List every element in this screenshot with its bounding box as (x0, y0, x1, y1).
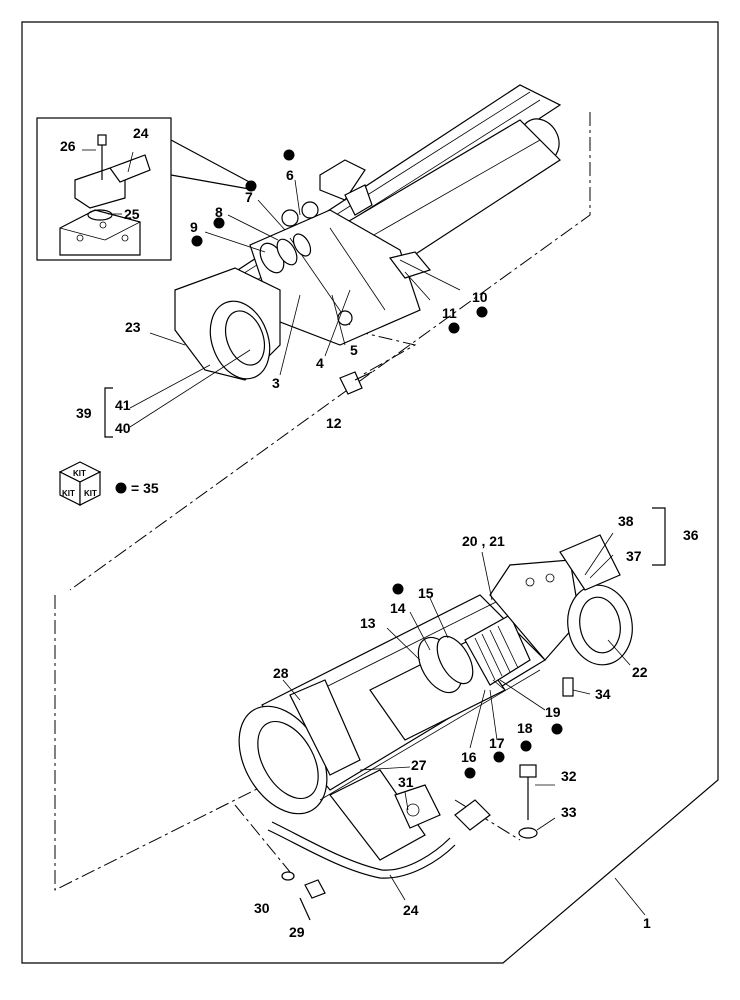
label-37: 37 (626, 548, 642, 564)
bracket-39 (104, 387, 113, 438)
label-3: 3 (272, 375, 280, 391)
label-1: 1 (643, 915, 651, 931)
kit-text-right: KIT (84, 489, 97, 498)
part-labels: 1 3 4 5 6 7 8 9 10 11 12 13 14 15 16 17 … (60, 125, 699, 940)
bracket-36 (652, 507, 666, 566)
label-20-21: 20 , 21 (462, 533, 505, 549)
label-7: 7 (245, 189, 253, 205)
label-5: 5 (350, 342, 358, 358)
label-4: 4 (316, 355, 324, 371)
outer-frame (21, 21, 719, 964)
label-29: 29 (289, 924, 305, 940)
label-27: 27 (411, 757, 427, 773)
label-13: 13 (360, 615, 376, 631)
label-24: 24 (403, 902, 419, 918)
label-26: 26 (60, 138, 76, 154)
label-31: 31 (398, 774, 414, 790)
label-33: 33 (561, 804, 577, 820)
lower-cylinder-assembly (238, 534, 633, 921)
label-30: 30 (254, 900, 270, 916)
label-18: 18 (517, 720, 533, 736)
kit-cube-icon: KIT KIT KIT (58, 461, 102, 506)
label-39: 39 (76, 405, 92, 421)
label-6: 6 (286, 167, 294, 183)
kit-markers (115, 149, 563, 779)
label-17: 17 (489, 735, 505, 751)
kit-equals-label: = 35 (131, 480, 159, 496)
label-25: 25 (124, 206, 140, 222)
upper-rod-assembly (174, 84, 562, 381)
kit-text-top: KIT (73, 469, 86, 478)
label-23: 23 (125, 319, 141, 335)
label-11: 11 (442, 305, 457, 321)
label-24-inset: 24 (133, 125, 149, 141)
leader-lines (82, 149, 646, 916)
detail-inset (36, 117, 256, 261)
label-41: 41 (115, 397, 131, 413)
label-22: 22 (632, 664, 648, 680)
label-12: 12 (326, 415, 342, 431)
leader-dash-30 (234, 804, 291, 873)
label-28: 28 (273, 665, 289, 681)
kit-text-left: KIT (62, 489, 75, 498)
label-10: 10 (472, 289, 488, 305)
label-38: 38 (618, 513, 634, 529)
bolt-12 (339, 371, 373, 395)
label-32: 32 (561, 768, 577, 784)
label-36: 36 (683, 527, 699, 543)
label-16: 16 (461, 749, 477, 765)
label-40: 40 (115, 420, 131, 436)
label-8: 8 (215, 204, 223, 220)
label-15: 15 (418, 585, 434, 601)
label-34: 34 (595, 686, 611, 702)
upper-group-boundary (69, 112, 591, 591)
label-19: 19 (545, 704, 561, 720)
label-9: 9 (190, 219, 198, 235)
label-14: 14 (390, 600, 406, 616)
